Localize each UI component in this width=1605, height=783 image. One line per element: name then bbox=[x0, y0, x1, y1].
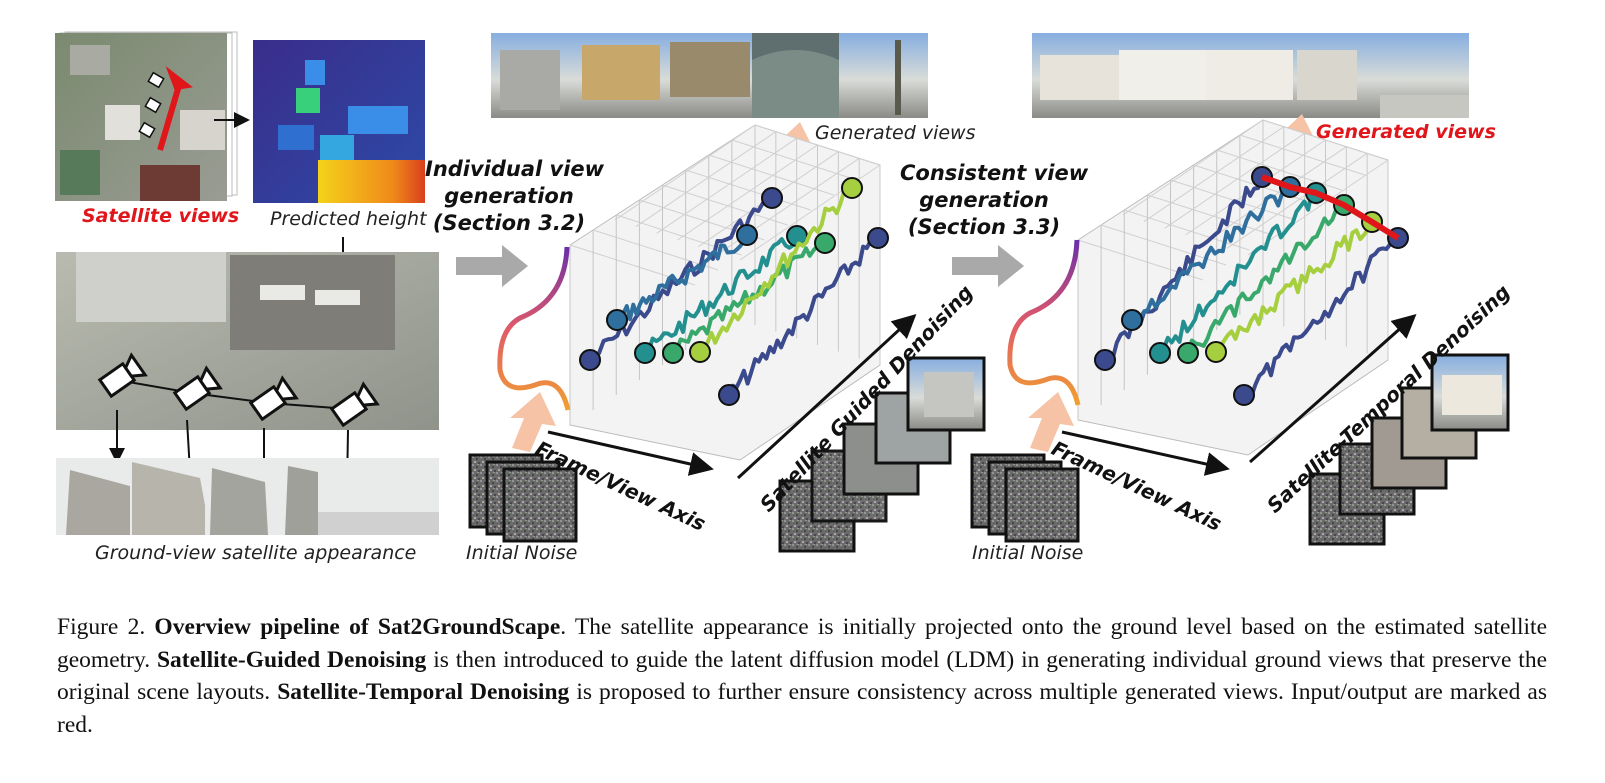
trajectory-start-point bbox=[1177, 342, 1199, 364]
trajectory-start-point bbox=[579, 349, 601, 371]
grid-line bbox=[1124, 209, 1250, 251]
grid-line bbox=[1122, 119, 1264, 216]
individual-stage-title: Individual view generation (Section 3.2) bbox=[425, 156, 605, 237]
aerial-camera-image bbox=[56, 252, 439, 430]
camera-icons bbox=[97, 352, 380, 428]
trajectory-line bbox=[1131, 188, 1292, 324]
ground-view-label: Ground-view satellite appearance bbox=[95, 542, 417, 564]
denoising-stack-2 bbox=[1308, 353, 1510, 546]
trajectory-line bbox=[644, 229, 799, 355]
satellite-views-label: Satellite views bbox=[82, 205, 240, 227]
caption-bold-2: Satellite-Temporal Denoising bbox=[277, 679, 570, 705]
denoise-axis-arrow-2 bbox=[1249, 314, 1417, 464]
caption-title: Overview pipeline of Sat2GroundScape bbox=[154, 614, 561, 640]
trajectories-2 bbox=[1094, 166, 1409, 406]
initial-noise-stack-1 bbox=[468, 453, 578, 543]
grid-line bbox=[656, 137, 797, 234]
grid-line bbox=[685, 169, 811, 211]
peach-arrow-noise-2 bbox=[1028, 392, 1074, 452]
grid-line bbox=[1147, 194, 1273, 236]
caption-text-2: is then introduced to guide the latent d… bbox=[57, 646, 1547, 706]
trajectory-line bbox=[1214, 217, 1374, 354]
caption-prefix: Figure 2. bbox=[57, 614, 146, 640]
individual-stage-line-1: Individual view bbox=[425, 157, 605, 181]
grid-line bbox=[731, 139, 858, 181]
trajectory-start-point bbox=[634, 342, 656, 364]
gray-arrow-1 bbox=[456, 245, 528, 287]
gray-arrow-2 bbox=[952, 245, 1024, 287]
generated-views-strip-2 bbox=[1032, 33, 1469, 118]
initial-noise-label-2: Initial Noise bbox=[972, 542, 1084, 564]
consistency-red-line bbox=[1260, 174, 1400, 241]
grid-line bbox=[614, 124, 756, 221]
individual-stage-line-2: generation bbox=[444, 184, 574, 208]
trajectory-line bbox=[727, 228, 880, 396]
denoising-grid-2 bbox=[1077, 119, 1389, 456]
trajectory-end-point bbox=[841, 177, 863, 199]
grid-line bbox=[1143, 126, 1285, 223]
figure-graphics bbox=[55, 31, 1510, 553]
consistent-stage-line-1: Consistent view bbox=[900, 161, 1089, 185]
denoise-axis-arrow-1 bbox=[736, 313, 917, 480]
trajectory-end-point bbox=[761, 187, 783, 209]
generated-views-label-1: Generated views bbox=[815, 122, 976, 144]
predicted-height-map bbox=[253, 40, 425, 203]
initial-noise-stack-2 bbox=[970, 453, 1080, 543]
trajectory-line bbox=[1158, 187, 1318, 355]
ground-view-strip bbox=[56, 458, 439, 535]
trajectory-start-point bbox=[1094, 349, 1116, 371]
trajectory-end-point bbox=[867, 227, 889, 249]
grid-line bbox=[1239, 134, 1366, 176]
satellite-view-image bbox=[55, 31, 238, 201]
trajectory-line bbox=[1243, 235, 1399, 398]
trajectory-end-point bbox=[736, 224, 758, 246]
trajectory-start-point bbox=[1233, 384, 1255, 406]
denoising-grid-1 bbox=[569, 124, 881, 461]
consistent-stage-line-3: (Section 3.3) bbox=[907, 215, 1061, 239]
trajectory-start-point bbox=[606, 309, 628, 331]
trajectories-1 bbox=[579, 177, 889, 406]
generated-views-strip-1 bbox=[491, 33, 928, 118]
consistent-stage-title: Consistent view generation (Section 3.3) bbox=[900, 160, 1089, 241]
trajectory-line bbox=[1186, 199, 1346, 354]
trajectory-line bbox=[615, 236, 749, 322]
peach-arrow-noise-1 bbox=[510, 392, 556, 452]
consistent-stage-line-2: generation bbox=[919, 188, 1049, 212]
grid-line bbox=[1206, 146, 1347, 243]
individual-stage-line-3: (Section 3.2) bbox=[432, 211, 586, 235]
grid-line bbox=[1226, 152, 1368, 249]
initial-noise-label-1: Initial Noise bbox=[466, 542, 578, 564]
denoising-stack-1 bbox=[778, 356, 986, 553]
frame-axis-arrow-2 bbox=[1061, 430, 1230, 476]
trajectory-start-point bbox=[718, 384, 740, 406]
grid-line bbox=[677, 144, 818, 241]
trajectory-line bbox=[698, 181, 854, 354]
distribution-curve-1 bbox=[497, 246, 571, 411]
figure-caption: Figure 2. Overview pipeline of Sat2Groun… bbox=[57, 611, 1547, 741]
trajectory-start-point bbox=[1205, 341, 1227, 363]
grid-line bbox=[708, 154, 834, 196]
pipeline-figure: Satellite views Predicted height Ground-… bbox=[55, 31, 1515, 564]
caption-text-1: . The satellite appearance is initially … bbox=[57, 614, 1548, 673]
caption-text-3: is proposed to further ensure consistenc… bbox=[57, 679, 1547, 738]
trajectory-start-point bbox=[662, 342, 684, 364]
trajectory-start-point bbox=[1121, 309, 1143, 331]
predicted-height-label: Predicted height bbox=[270, 208, 427, 230]
trajectory-line bbox=[671, 244, 827, 355]
distribution-curve-2 bbox=[1007, 239, 1081, 406]
grid-line bbox=[662, 184, 788, 226]
generated-views-label-2: Generated views bbox=[1316, 121, 1496, 143]
grid-line bbox=[1164, 132, 1305, 229]
trajectory-end-point bbox=[814, 232, 836, 254]
grid-line bbox=[635, 131, 777, 228]
trajectory-start-point bbox=[689, 341, 711, 363]
grid-line bbox=[1247, 159, 1389, 256]
grid-line bbox=[592, 229, 719, 271]
trajectory-start-point bbox=[1149, 342, 1171, 364]
caption-bold-1: Satellite-Guided Denoising bbox=[156, 646, 427, 673]
frame-axis-arrow-1 bbox=[547, 430, 714, 476]
